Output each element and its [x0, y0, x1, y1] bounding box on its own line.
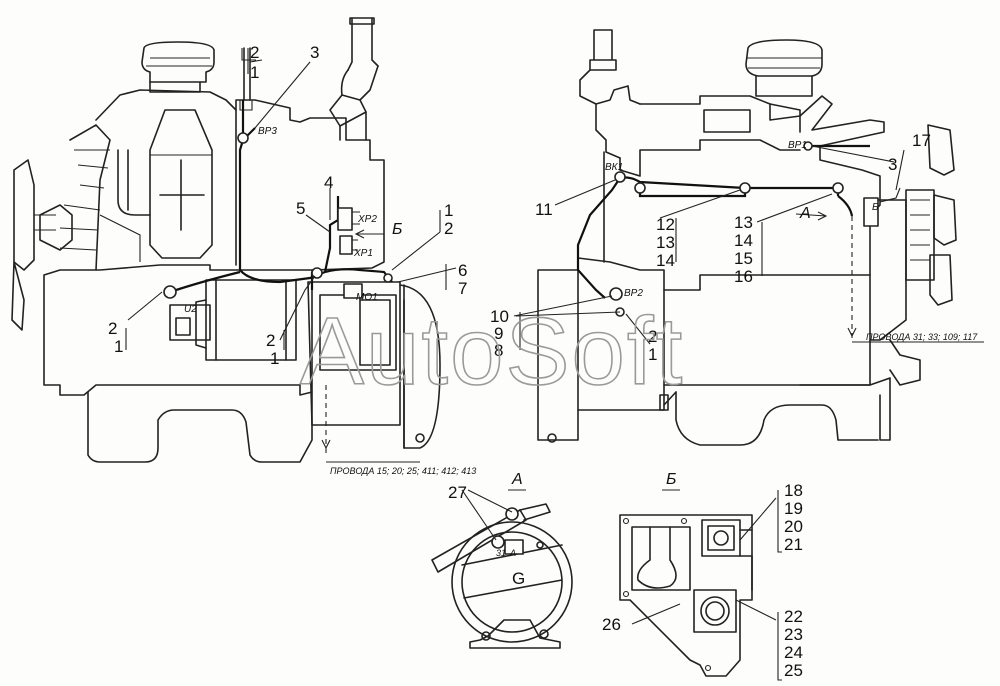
left-block-outline: [43, 264, 313, 396]
left-wires-note: ПРОВОДА 15; 20; 25; 411; 412; 413: [330, 466, 476, 476]
left-ground-point: [311, 267, 323, 279]
detail-a-terminal-a: А: [509, 548, 516, 558]
detail-b-title: Б: [666, 471, 676, 488]
detail-a-terminal-left: [491, 535, 505, 549]
callout-18: 18: [784, 481, 803, 500]
label-mo1: МО1: [356, 292, 378, 303]
right-air-filter: [745, 39, 823, 97]
detail-a-base: [469, 619, 561, 649]
right-b-connector: [863, 197, 879, 227]
right-clamp-a: [832, 182, 844, 194]
callout-1-top: 1: [250, 63, 259, 82]
view-mark-b: Б: [392, 221, 402, 238]
callout-15: 15: [734, 249, 753, 268]
labels: 2 1 3 4 5 1 2 6 7 2 1 2 1 ВР3 ХР2 ХР1 МО…: [108, 43, 978, 680]
left-mo1-point: [383, 273, 393, 283]
detail-b-view: [619, 490, 782, 681]
left-engine-view: [11, 17, 457, 463]
right-vr2-sensor: [609, 287, 623, 301]
detail-b-plate: [619, 514, 753, 677]
callout-9: 9: [494, 324, 503, 343]
callout-4-left: 4: [324, 173, 333, 192]
right-oil-pan: [675, 391, 879, 446]
callout-10: 10: [490, 307, 509, 326]
callout-21: 21: [784, 535, 803, 554]
left-wire-harness: [238, 100, 326, 284]
callout-1-right-of-b: 1: [444, 201, 453, 220]
view-mark-a: А: [799, 205, 811, 222]
callout-2-mid: 2: [266, 331, 275, 350]
label-vr2: ВР2: [624, 288, 643, 299]
callout-2-right-of-b: 2: [444, 219, 453, 238]
callout-2-top: 2: [250, 43, 259, 62]
callout-20: 20: [784, 517, 803, 536]
left-exhaust-pipe: [329, 17, 379, 141]
left-connector-xp: [337, 207, 363, 299]
callout-8: 8: [494, 341, 503, 360]
callout-2-right: 2: [648, 327, 657, 346]
left-upper-body: [95, 89, 237, 266]
callout-16: 16: [734, 267, 753, 286]
callout-13-a: 13: [656, 233, 675, 252]
view-arrow-b: [354, 229, 384, 239]
left-oil-pan: [87, 391, 313, 463]
callout-11: 11: [535, 200, 553, 219]
left-u2-connector: [163, 285, 177, 299]
callout-27: 27: [448, 483, 467, 502]
right-block-outline: [639, 95, 885, 386]
callout-22: 22: [784, 607, 803, 626]
left-generator-u2: [169, 304, 211, 341]
label-xp1: ХР1: [353, 248, 373, 259]
left-starter: [195, 279, 297, 361]
left-fan: [11, 159, 73, 331]
callout-12: 12: [656, 215, 675, 234]
callout-7: 7: [458, 279, 467, 298]
right-wire-harness: [619, 176, 840, 196]
label-b-connector: Б: [872, 202, 879, 213]
watermark: AutoSoft: [300, 298, 684, 405]
left-vr3-sensor: [237, 132, 249, 144]
right-fan: [905, 124, 957, 306]
right-wires-note: ПРОВОДА 31; 33; 109; 117: [866, 332, 978, 342]
callout-3-left: 3: [310, 43, 319, 62]
left-oil-filter: [149, 109, 213, 259]
callout-6: 6: [458, 261, 467, 280]
label-vr1: ВР1: [788, 140, 807, 151]
callout-26: 26: [602, 615, 621, 634]
left-cylinder-head: [235, 99, 385, 271]
callout-1-left: 1: [114, 337, 123, 356]
callout-13-b: 13: [734, 213, 753, 232]
callout-19: 19: [784, 499, 803, 518]
callout-17: 17: [912, 131, 931, 150]
callout-25: 25: [784, 661, 803, 680]
label-u2: U2: [184, 304, 197, 315]
right-engine-view: [513, 29, 984, 446]
label-vr3: ВР3: [258, 126, 277, 137]
callout-1-right: 1: [648, 345, 657, 364]
left-flywheel-housing: [307, 281, 441, 449]
right-clamp-13: [739, 182, 751, 194]
right-vk1-sensor: [614, 171, 626, 183]
left-air-filter: [141, 41, 215, 93]
callout-14-b: 14: [734, 231, 753, 250]
callout-2-left: 2: [108, 319, 117, 338]
detail-a-marking-g: G: [512, 569, 525, 588]
label-vk1: ВК1: [605, 162, 623, 173]
callout-1-mid: 1: [270, 349, 279, 368]
detail-a-terminal-31: 31: [496, 548, 506, 558]
callout-14-a: 14: [656, 251, 675, 270]
detail-a-title: А: [511, 471, 523, 488]
detail-a-view: [431, 489, 573, 649]
right-exhaust-stack: [589, 29, 617, 71]
callout-5-left: 5: [296, 199, 305, 218]
callout-24: 24: [784, 643, 803, 662]
callout-23: 23: [784, 625, 803, 644]
callout-3-right: 3: [888, 155, 897, 174]
label-xp2: ХР2: [357, 214, 377, 225]
right-clamp-12: [634, 182, 646, 194]
